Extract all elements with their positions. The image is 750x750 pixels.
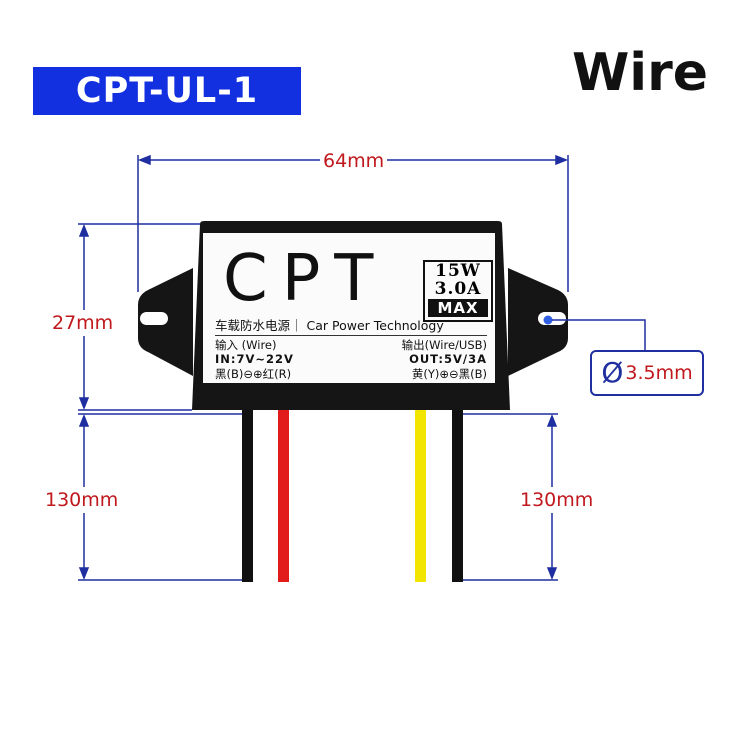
max-tag: MAX [428, 299, 488, 317]
wire-red-input [278, 410, 289, 582]
hole-callout-leader [543, 315, 646, 352]
right-wire-length-label: 130mm [520, 487, 594, 513]
product-label: CPT 15W 3.0A MAX 车载防水电源｜ Car Power Techn… [203, 233, 495, 383]
power-rating: 15W [435, 261, 481, 281]
product-subtitle: 车载防水电源｜ Car Power Technology [215, 318, 444, 333]
power-rating-badge: 15W 3.0A MAX [423, 260, 493, 322]
output-spec: OUT:5V/3A [409, 352, 487, 366]
input-title: 输入 (Wire) [215, 338, 277, 352]
wire-yellow-output [415, 410, 426, 582]
right-mounting-flange [508, 268, 568, 376]
left-wire-length-label: 130mm [45, 487, 119, 513]
input-spec: IN:7V~22V [215, 352, 294, 366]
model-badge: CPT-UL-1 [33, 67, 301, 115]
output-title: 输出(Wire/USB) [401, 338, 487, 352]
height-label: 27mm [52, 310, 114, 336]
output-wire-colors: 黄(Y)⊕⊖黑(B) [411, 367, 487, 381]
current-rating: 3.0A [434, 279, 482, 299]
hole-diameter-label: 3.5mm [625, 362, 693, 384]
wire-black-input [242, 410, 253, 582]
left-wire-dimension [78, 413, 242, 581]
left-mounting-slot [140, 312, 168, 325]
wire-black-output [452, 410, 463, 582]
diameter-symbol: Ø [601, 356, 624, 389]
variant-title: Wire [571, 43, 709, 103]
brand-logo: CPT [223, 242, 388, 316]
label-divider [215, 335, 487, 336]
input-wire-colors: 黑(B)⊖⊕红(R) [215, 367, 292, 381]
hole-diameter-callout: Ø 3.5mm [590, 350, 704, 396]
width-label: 64mm [320, 150, 388, 172]
